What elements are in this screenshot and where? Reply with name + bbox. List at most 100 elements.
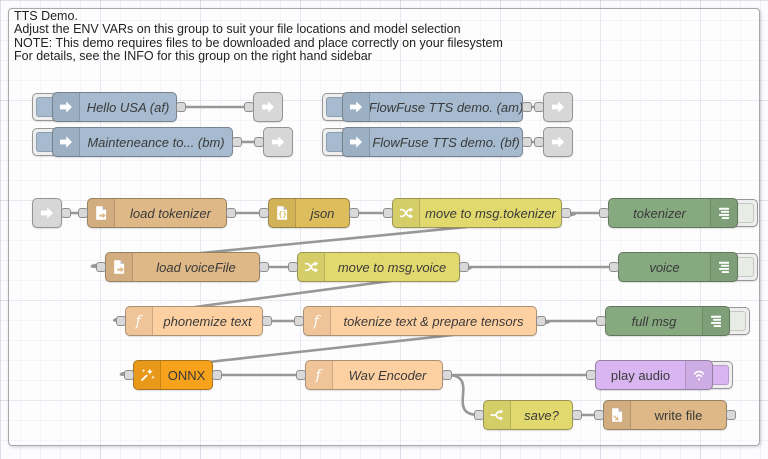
- audio-waves-icon: [685, 361, 712, 389]
- input-port[interactable]: [244, 102, 254, 112]
- node-debug-tokenizer[interactable]: tokenizer: [608, 198, 738, 228]
- file-in-icon: [106, 253, 133, 281]
- node-link-out-b1[interactable]: [543, 92, 573, 122]
- output-port[interactable]: [522, 137, 532, 147]
- output-port[interactable]: [259, 262, 269, 272]
- node-label: voice: [619, 253, 710, 281]
- input-port[interactable]: [124, 370, 134, 380]
- input-port[interactable]: [288, 262, 298, 272]
- debug-list-icon: [710, 199, 737, 227]
- node-label: full msg: [606, 307, 702, 335]
- input-port[interactable]: [534, 137, 544, 147]
- svg-text:f: f: [135, 314, 144, 329]
- output-port[interactable]: [442, 370, 452, 380]
- node-inject-flowfuse-bf[interactable]: FlowFuse TTS demo. (bf): [342, 127, 523, 157]
- input-port[interactable]: [474, 410, 484, 420]
- output-port[interactable]: [226, 208, 236, 218]
- link-arrow-icon: [550, 134, 566, 150]
- node-move-to-msg-voice[interactable]: move to msg.voice: [297, 252, 460, 282]
- node-link-out-a1[interactable]: [253, 92, 283, 122]
- output-port[interactable]: [61, 208, 71, 218]
- node-label: write file: [631, 401, 726, 429]
- node-label: FlowFuse TTS demo. (bf): [370, 128, 522, 156]
- node-move-to-msg-tokenizer[interactable]: move to msg.tokenizer: [392, 198, 562, 228]
- node-load-voicefile[interactable]: load voiceFile: [105, 252, 260, 282]
- node-label: phonemize text: [153, 307, 262, 335]
- node-debug-full-msg[interactable]: full msg: [605, 306, 730, 336]
- node-json[interactable]: {}json: [268, 198, 350, 228]
- input-port[interactable]: [254, 137, 264, 147]
- node-label: move to msg.voice: [325, 253, 459, 281]
- node-link-in-1[interactable]: [32, 198, 62, 228]
- function-icon: f: [126, 307, 153, 335]
- output-port[interactable]: [212, 370, 222, 380]
- input-port[interactable]: [599, 208, 609, 218]
- node-link-out-a2[interactable]: [263, 127, 293, 157]
- node-load-tokenizer[interactable]: load tokenizer: [87, 198, 227, 228]
- button-face: [736, 203, 754, 223]
- node-onnx[interactable]: ONNX: [133, 360, 213, 390]
- output-port[interactable]: [522, 102, 532, 112]
- output-port[interactable]: [561, 208, 571, 218]
- change-shuffle-icon: [393, 199, 420, 227]
- node-label: save?: [511, 401, 572, 429]
- input-port[interactable]: [294, 316, 304, 326]
- node-label: Wav Encoder: [333, 361, 442, 389]
- node-label: play audio: [596, 361, 685, 389]
- input-port[interactable]: [609, 262, 619, 272]
- node-write-file[interactable]: write file: [603, 400, 727, 430]
- button-face: [736, 257, 754, 277]
- inject-arrow-icon: [343, 93, 370, 121]
- link-arrow-icon: [39, 205, 55, 221]
- input-port[interactable]: [96, 262, 106, 272]
- json-icon: {}: [269, 199, 296, 227]
- group-comment-line: Adjust the ENV VARs on this group to sui…: [14, 23, 461, 36]
- node-label: load voiceFile: [133, 253, 259, 281]
- node-wav-encoder[interactable]: fWav Encoder: [305, 360, 443, 390]
- input-port[interactable]: [534, 102, 544, 112]
- node-tokenize-prepare-tensors[interactable]: f tokenize text & prepare tensors: [303, 306, 537, 336]
- change-shuffle-icon: [298, 253, 325, 281]
- group-comment-line: For details, see the INFO for this group…: [14, 50, 372, 63]
- input-port[interactable]: [594, 410, 604, 420]
- input-port[interactable]: [259, 208, 269, 218]
- output-port[interactable]: [572, 410, 582, 420]
- node-play-audio[interactable]: play audio: [595, 360, 713, 390]
- node-inject-flowfuse-am[interactable]: FlowFuse TTS demo. (am): [342, 92, 523, 122]
- output-port[interactable]: [176, 102, 186, 112]
- output-port[interactable]: [536, 316, 546, 326]
- svg-text:f: f: [313, 314, 322, 329]
- button-face: [711, 365, 729, 385]
- input-port[interactable]: [383, 208, 393, 218]
- node-debug-voice[interactable]: voice: [618, 252, 738, 282]
- wire[interactable]: [447, 375, 479, 415]
- input-port[interactable]: [296, 370, 306, 380]
- function-icon: f: [306, 361, 333, 389]
- output-port[interactable]: [232, 137, 242, 147]
- node-link-out-b2[interactable]: [543, 127, 573, 157]
- input-port[interactable]: [586, 370, 596, 380]
- debug-list-icon: [710, 253, 737, 281]
- input-port[interactable]: [596, 316, 606, 326]
- output-port[interactable]: [349, 208, 359, 218]
- node-label: tokenize text & prepare tensors: [331, 307, 536, 335]
- output-port[interactable]: [459, 262, 469, 272]
- inject-arrow-icon: [53, 128, 80, 156]
- input-port[interactable]: [78, 208, 88, 218]
- node-save-switch[interactable]: save?: [483, 400, 573, 430]
- output-port[interactable]: [726, 410, 736, 420]
- button-face: [728, 311, 746, 331]
- switch-icon: [484, 401, 511, 429]
- node-inject-hello-usa[interactable]: Hello USA (af): [52, 92, 177, 122]
- file-out-icon: [604, 401, 631, 429]
- debug-list-icon: [702, 307, 729, 335]
- node-phonemize-text[interactable]: f phonemize text: [125, 306, 263, 336]
- file-in-icon: [88, 199, 115, 227]
- output-port[interactable]: [262, 316, 272, 326]
- node-label: json: [296, 199, 349, 227]
- node-inject-maintenance[interactable]: Mainteneance to... (bm): [52, 127, 233, 157]
- node-label: ONNX: [161, 361, 212, 389]
- input-port[interactable]: [116, 316, 126, 326]
